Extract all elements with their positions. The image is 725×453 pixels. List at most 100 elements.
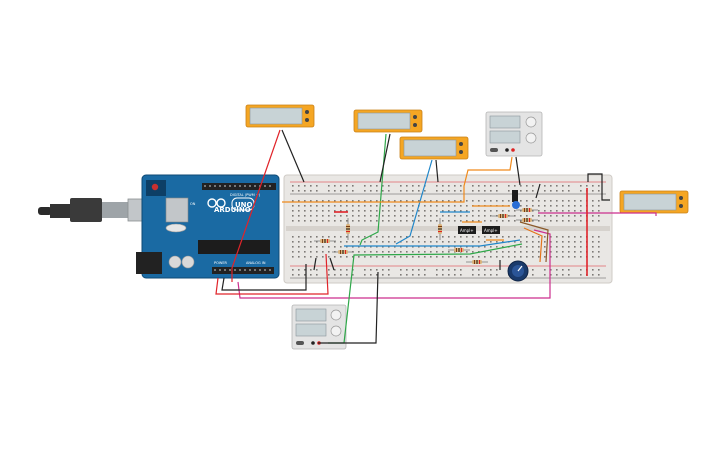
breadboard-hole — [418, 210, 420, 212]
breadboard-hole — [592, 236, 594, 238]
breadboard-hole — [304, 205, 306, 207]
breadboard-hole — [568, 274, 570, 276]
breadboard-hole — [562, 200, 564, 202]
breadboard-hole — [436, 269, 438, 271]
multimeter-1[interactable] — [245, 104, 315, 128]
breadboard-hole — [322, 220, 324, 222]
breadboard-hole — [412, 185, 414, 187]
breadboard-hole — [544, 190, 546, 192]
breadboard-hole — [454, 256, 456, 258]
breadboard-hole — [382, 185, 384, 187]
breadboard-hole — [466, 251, 468, 253]
breadboard-hole — [310, 269, 312, 271]
breadboard-hole — [364, 220, 366, 222]
multimeter-3[interactable] — [399, 136, 469, 160]
breadboard-hole — [298, 246, 300, 248]
breadboard-hole — [550, 236, 552, 238]
breadboard-hole — [502, 236, 504, 238]
breadboard-hole — [544, 236, 546, 238]
breadboard-hole — [598, 274, 600, 276]
breadboard-hole — [304, 274, 306, 276]
breadboard-hole — [526, 205, 528, 207]
breadboard-hole — [580, 185, 582, 187]
breadboard-hole — [460, 190, 462, 192]
multimeter-2[interactable] — [353, 109, 423, 133]
breadboard-hole — [304, 200, 306, 202]
breadboard-hole — [472, 256, 474, 258]
breadboard-hole — [388, 246, 390, 248]
breadboard-hole — [514, 251, 516, 253]
breadboard-hole — [514, 220, 516, 222]
breadboard-hole — [400, 185, 402, 187]
breadboard-hole — [574, 241, 576, 243]
breadboard-hole — [448, 185, 450, 187]
breadboard-hole — [364, 241, 366, 243]
breadboard-hole — [478, 246, 480, 248]
breadboard-hole — [532, 241, 534, 243]
breadboard-hole — [550, 210, 552, 212]
knob-icon[interactable] — [330, 325, 342, 337]
multimeter-4[interactable] — [619, 190, 689, 214]
breadboard-hole — [568, 210, 570, 212]
breadboard-hole — [358, 251, 360, 253]
breadboard-hole — [388, 210, 390, 212]
wire-black-3 — [435, 159, 439, 183]
breadboard-hole — [370, 246, 372, 248]
wire-black-10 — [329, 257, 335, 271]
knob-icon[interactable] — [525, 132, 537, 144]
breadboard-hole — [430, 246, 432, 248]
breadboard-hole — [310, 236, 312, 238]
breadboard-hole — [334, 190, 336, 192]
opamp-chip-2[interactable]: Ampl+ — [482, 226, 500, 234]
breadboard-hole — [478, 241, 480, 243]
breadboard-hole — [418, 241, 420, 243]
breadboard-hole — [568, 241, 570, 243]
breadboard-hole — [550, 269, 552, 271]
breadboard-hole — [376, 220, 378, 222]
breadboard-hole — [394, 251, 396, 253]
header-pin — [259, 269, 261, 271]
knob-icon[interactable] — [330, 309, 342, 321]
breadboard-hole — [322, 251, 324, 253]
breadboard-hole — [496, 210, 498, 212]
wire-magenta-1 — [538, 212, 657, 216]
breadboard-hole — [502, 246, 504, 248]
resistors — [314, 208, 538, 264]
arduino-uno-board[interactable]: ARDUINO UNO DIGITAL (PWM ~) POWER ANALOG… — [136, 174, 280, 279]
breadboard-hole — [394, 256, 396, 258]
breadboard-hole — [322, 215, 324, 217]
breadboard-hole — [382, 210, 384, 212]
breadboard-hole — [316, 185, 318, 187]
breadboard-hole — [376, 236, 378, 238]
breadboard-hole — [436, 200, 438, 202]
potentiometer[interactable] — [507, 260, 529, 282]
breadboard-hole — [442, 274, 444, 276]
breadboard-hole — [520, 246, 522, 248]
opamp-chip-1[interactable]: Ampl+ — [458, 226, 476, 234]
breadboard-hole — [478, 185, 480, 187]
breadboard-hole — [484, 269, 486, 271]
breadboard-hole — [580, 205, 582, 207]
breadboard-hole — [568, 215, 570, 217]
breadboard-hole — [508, 185, 510, 187]
power-supply-bottom[interactable] — [291, 304, 347, 350]
breadboard-hole — [304, 256, 306, 258]
breadboard-hole — [436, 236, 438, 238]
breadboard-hole — [514, 215, 516, 217]
reset-button[interactable] — [151, 183, 159, 191]
breadboard-hole — [454, 246, 456, 248]
breadboard-hole — [436, 256, 438, 258]
breadboard-hole — [556, 205, 558, 207]
breadboard-hole — [448, 236, 450, 238]
breadboard-hole — [472, 210, 474, 212]
resistor — [438, 218, 442, 240]
breadboard-hole — [340, 236, 342, 238]
breadboard-hole — [406, 215, 408, 217]
knob-icon[interactable] — [525, 116, 537, 128]
breadboard-hole — [292, 220, 294, 222]
breadboard-hole — [340, 220, 342, 222]
breadboard-hole — [310, 274, 312, 276]
power-supply-top[interactable] — [485, 111, 543, 157]
breadboard-hole — [298, 274, 300, 276]
breadboard-hole — [484, 190, 486, 192]
